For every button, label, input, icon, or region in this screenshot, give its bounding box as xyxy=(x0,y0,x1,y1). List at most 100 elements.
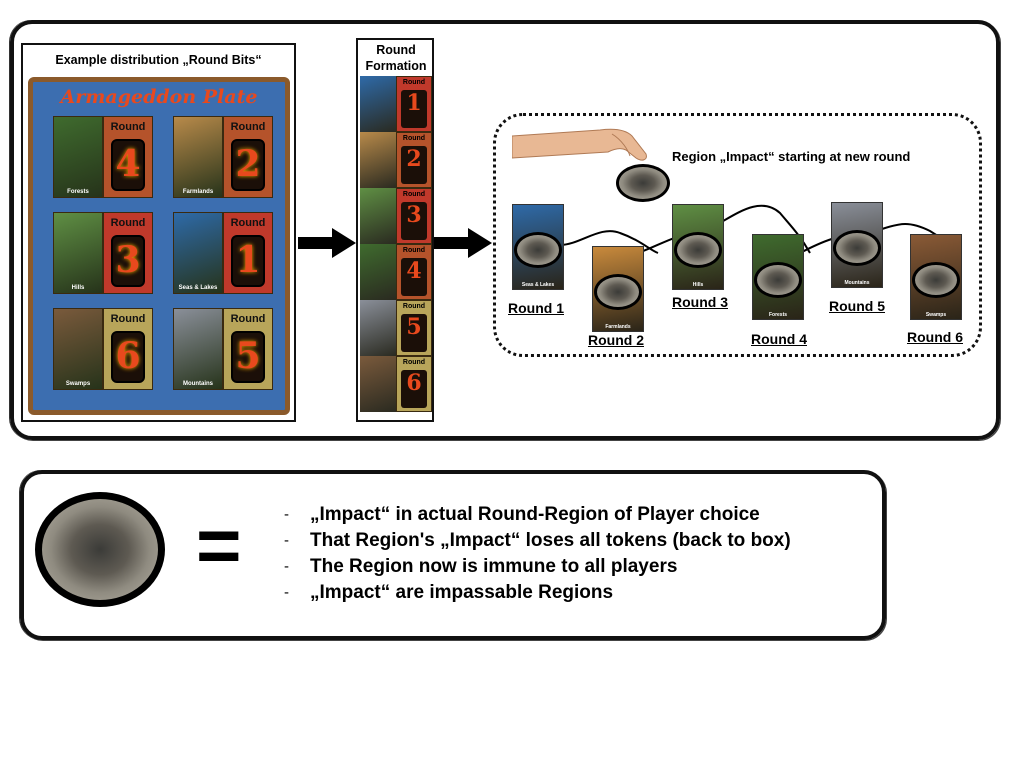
formation-cell: Round 3 xyxy=(360,188,432,244)
region-tile: Seas & Lakes xyxy=(173,212,223,294)
impact-crater-icon xyxy=(594,274,642,310)
formation-round-number: 4 xyxy=(406,258,422,284)
round-bit-number: 6 xyxy=(115,335,141,377)
formation-round-frame: 5 xyxy=(401,314,427,352)
region-tile-label: Swamps xyxy=(65,381,91,387)
region-tile: Farmlands xyxy=(173,116,223,198)
round-bit-label: Round xyxy=(110,217,146,229)
distribution-panel: Example distribution „Round Bits“ Armage… xyxy=(21,43,296,422)
formation-round-label: Round xyxy=(402,135,426,142)
region-tile-label: Farmlands xyxy=(182,189,214,195)
region-tile: Hills xyxy=(53,212,103,294)
formation-round-card: Round 1 xyxy=(396,76,432,132)
rules-frame xyxy=(20,470,886,640)
region-tile: Mountains xyxy=(173,308,223,390)
formation-round-card: Round 3 xyxy=(396,188,432,244)
round-bit-frame: 1 xyxy=(231,235,265,287)
equals-sign: = xyxy=(196,501,242,589)
formation-round-frame: 6 xyxy=(401,370,427,408)
round-bit-number: 2 xyxy=(235,143,261,185)
round-bit-frame: 2 xyxy=(231,139,265,191)
impact-round-label: Round 3 xyxy=(672,294,728,310)
rule-text: That Region's „Impact“ loses all tokens … xyxy=(310,530,791,551)
formation-round-card: Round 5 xyxy=(396,300,432,356)
formation-cell: Round 1 xyxy=(360,76,432,132)
region-tile: Swamps xyxy=(53,308,103,390)
round-bit-number: 4 xyxy=(115,143,141,185)
formation-round-frame: 4 xyxy=(401,258,427,296)
impact-round-label: Round 6 xyxy=(907,329,963,345)
impact-round-label: Round 5 xyxy=(829,298,885,314)
round-bit-number: 5 xyxy=(235,335,261,377)
formation-round-card: Round 2 xyxy=(396,132,432,188)
impact-round-region-label: Mountains xyxy=(844,280,870,286)
formation-round-label: Round xyxy=(402,191,426,198)
impact-crater-icon xyxy=(674,232,722,268)
rule-item: -„Impact“ in actual Round-Region of Play… xyxy=(284,502,874,528)
impact-crater-icon xyxy=(912,262,960,298)
formation-region xyxy=(360,76,396,132)
region-tile-label: Forests xyxy=(67,189,89,195)
region-tile-label: Hills xyxy=(71,285,85,291)
plate-title: Armageddon Plate xyxy=(60,86,258,108)
round-bit-label: Round xyxy=(230,313,266,325)
round-bit-number: 3 xyxy=(115,239,141,281)
region-tile-label: Seas & Lakes xyxy=(178,285,218,291)
round-bit-card: Round 3 xyxy=(103,212,153,294)
round-bit-label: Round xyxy=(110,313,146,325)
top-frame xyxy=(10,20,1000,440)
formation-round-label: Round xyxy=(402,79,426,86)
impact-round-label: Round 2 xyxy=(588,332,644,348)
formation-region xyxy=(360,132,396,188)
round-bit-card: Round 1 xyxy=(223,212,273,294)
rule-text: „Impact“ in actual Round-Region of Playe… xyxy=(310,504,760,525)
impact-crater-icon xyxy=(514,232,562,268)
impact-round-region-label: Swamps xyxy=(925,312,947,318)
rule-text: „Impact“ are impassable Regions xyxy=(310,582,614,603)
rule-bullet: - xyxy=(284,558,289,575)
impact-crater-icon xyxy=(754,262,802,298)
formation-round-frame: 1 xyxy=(401,90,427,128)
round-bit-frame: 6 xyxy=(111,331,145,383)
region-tile-label: Mountains xyxy=(183,381,213,387)
formation-region xyxy=(360,356,396,412)
formation-round-label: Round xyxy=(402,303,426,310)
formation-region xyxy=(360,188,396,244)
formation-round-label: Round xyxy=(402,359,426,366)
arrow-right-icon xyxy=(298,228,356,258)
formation-round-number: 6 xyxy=(406,370,422,396)
round-bit-label: Round xyxy=(110,121,146,133)
rule-item: - The Region now is immune to all players xyxy=(284,554,874,580)
formation-round-card: Round 6 xyxy=(396,356,432,412)
rule-bullet: - xyxy=(284,584,289,601)
impact-route-line xyxy=(559,204,957,254)
impact-round-label: Round 1 xyxy=(508,300,564,316)
formation-round-frame: 3 xyxy=(401,202,427,240)
impact-crater-icon xyxy=(833,230,881,266)
formation-cell: Round 6 xyxy=(360,356,432,412)
rule-item: - That Region's „Impact“ loses all tokens… xyxy=(284,528,874,554)
rule-text: The Region now is immune to all players xyxy=(310,556,678,577)
rule-item: - „Impact“ are impassable Regions xyxy=(284,580,874,606)
formation-round-number: 2 xyxy=(406,146,422,172)
formation-region xyxy=(360,300,396,356)
rule-bullet: - xyxy=(284,532,289,549)
formation-round-number: 5 xyxy=(406,314,422,340)
round-bit-label: Round xyxy=(230,217,266,229)
distribution-title: Example distribution „Round Bits“ xyxy=(55,53,262,67)
round-bit-label: Round xyxy=(230,121,266,133)
region-tile: Forests xyxy=(53,116,103,198)
formation-region xyxy=(360,244,396,300)
round-bit-card: Round 4 xyxy=(103,116,153,198)
round-formation-title: Round Formation xyxy=(365,43,427,73)
round-bit-frame: 5 xyxy=(231,331,265,383)
round-bit-card: Round 6 xyxy=(103,308,153,390)
hand-icon xyxy=(512,128,647,161)
impact-round-label: Round 4 xyxy=(751,331,807,347)
round-bit-frame: 3 xyxy=(111,235,145,287)
formation-round-number: 1 xyxy=(406,90,422,116)
